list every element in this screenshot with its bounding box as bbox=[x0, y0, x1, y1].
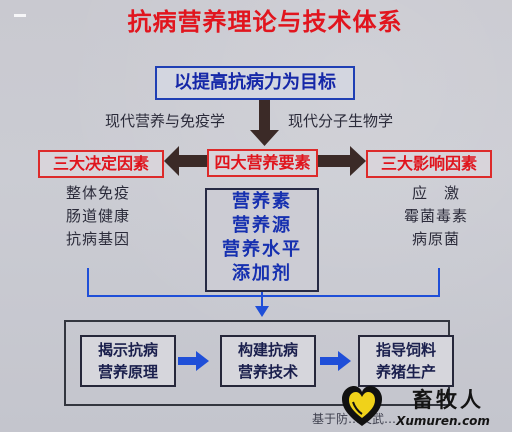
influencing-factors-list: 应 激 霉菌毒素 病原菌 bbox=[384, 182, 488, 251]
arrow-right bbox=[318, 146, 366, 176]
influencing-factor-item: 病原菌 bbox=[411, 230, 460, 248]
watermark-text: 畜牧人 bbox=[412, 388, 484, 412]
label-molecular-biology: 现代分子生物学 bbox=[288, 112, 394, 130]
arrow-down-merge bbox=[255, 306, 269, 317]
diagram-title: 抗病营养理论与技术体系 bbox=[127, 8, 403, 36]
influencing-factor-item: 霉菌毒素 bbox=[403, 207, 468, 225]
arrow-left bbox=[164, 146, 207, 176]
step-box-production: 指导饲料 养猪生产 bbox=[358, 335, 454, 387]
element-item: 营养水平 bbox=[222, 239, 302, 260]
arrow-step-2 bbox=[320, 351, 351, 371]
label-nutrition-immunology: 现代营养与免疫学 bbox=[105, 112, 226, 130]
step-line: 营养技术 bbox=[237, 363, 298, 381]
four-elements-box: 四大营养要素 bbox=[207, 149, 318, 177]
merge-lines bbox=[87, 268, 440, 308]
element-item: 添加剂 bbox=[232, 263, 292, 284]
arrow-step-1 bbox=[178, 351, 209, 371]
step-line: 构建抗病 bbox=[237, 341, 298, 359]
decisive-factor-item: 整体免疫 bbox=[65, 184, 130, 202]
decisive-factors-box: 三大决定因素 bbox=[38, 150, 164, 178]
decisive-factor-item: 抗病基因 bbox=[65, 230, 130, 248]
step-box-principle: 揭示抗病 营养原理 bbox=[80, 335, 176, 387]
four-elements-list: 营养素 营养源 营养水平 添加剂 bbox=[205, 188, 319, 292]
element-item: 营养素 bbox=[232, 191, 292, 212]
step-line: 营养原理 bbox=[97, 363, 158, 381]
influencing-factors-box: 三大影响因素 bbox=[366, 150, 492, 178]
step-line: 养猪生产 bbox=[375, 363, 436, 381]
decisive-factor-item: 肠道健康 bbox=[65, 207, 130, 225]
corner-dash bbox=[14, 14, 26, 17]
goal-box: 以提高抗病力为目标 bbox=[155, 66, 355, 100]
step-line: 指导饲料 bbox=[375, 341, 436, 359]
heart-logo-icon bbox=[342, 386, 382, 426]
decisive-factors-list: 整体免疫 肠道健康 抗病基因 bbox=[46, 182, 150, 251]
step-box-technology: 构建抗病 营养技术 bbox=[220, 335, 316, 387]
arrow-down-main bbox=[250, 100, 279, 146]
watermark-url: Xumuren.com bbox=[396, 414, 490, 428]
influencing-factor-item: 应 激 bbox=[411, 184, 460, 202]
step-line: 揭示抗病 bbox=[97, 341, 158, 359]
element-item: 营养源 bbox=[232, 215, 292, 236]
